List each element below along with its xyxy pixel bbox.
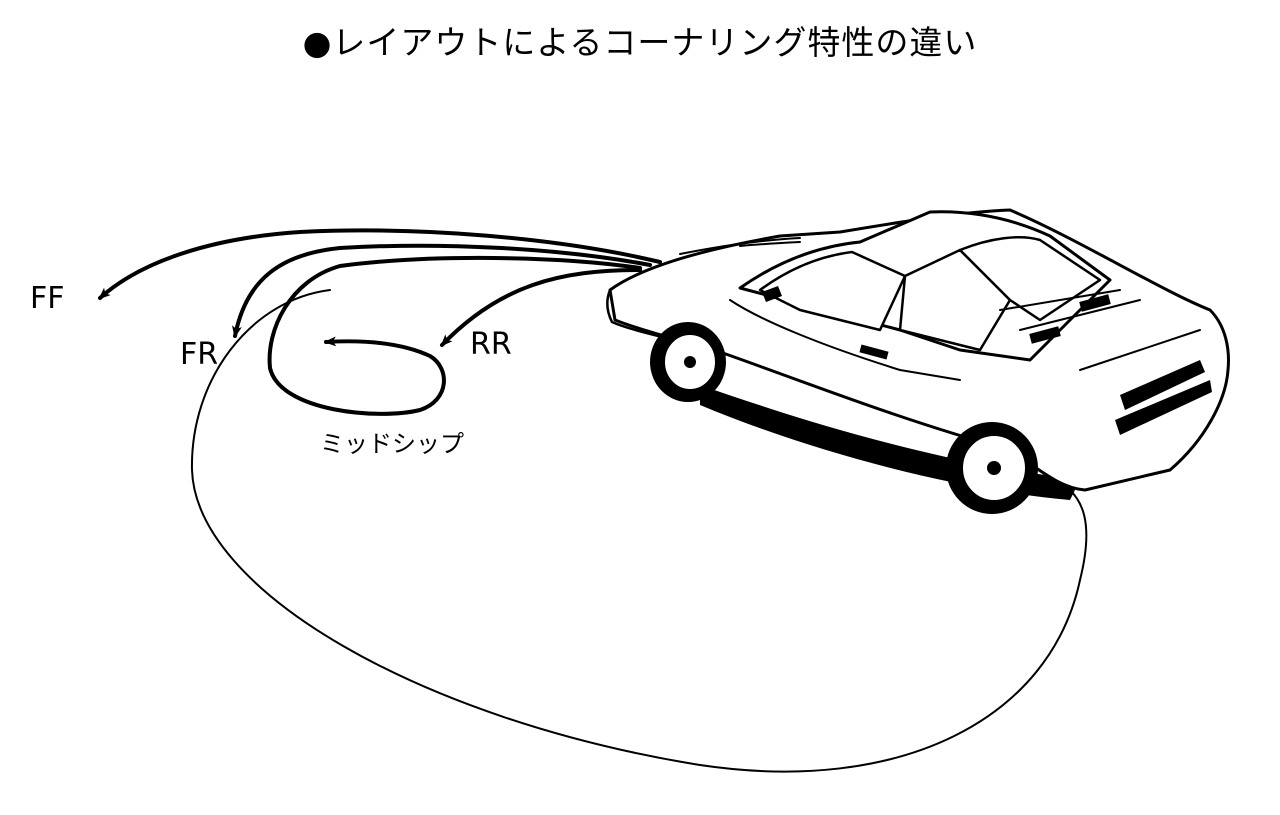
label-ff: FF	[30, 281, 65, 316]
ff-trail	[98, 228, 662, 300]
midship-trail	[267, 255, 642, 416]
label-midship: ミッドシップ	[320, 430, 464, 458]
label-fr: FR	[180, 337, 218, 372]
ground-loop	[190, 289, 1088, 773]
diagram-title: ●レイアウトによるコーナリング特性の違い	[302, 23, 978, 62]
rr-trail	[440, 268, 642, 347]
fr-trail	[232, 243, 652, 338]
label-rr: RR	[470, 327, 512, 362]
car-illustration	[606, 208, 1230, 514]
